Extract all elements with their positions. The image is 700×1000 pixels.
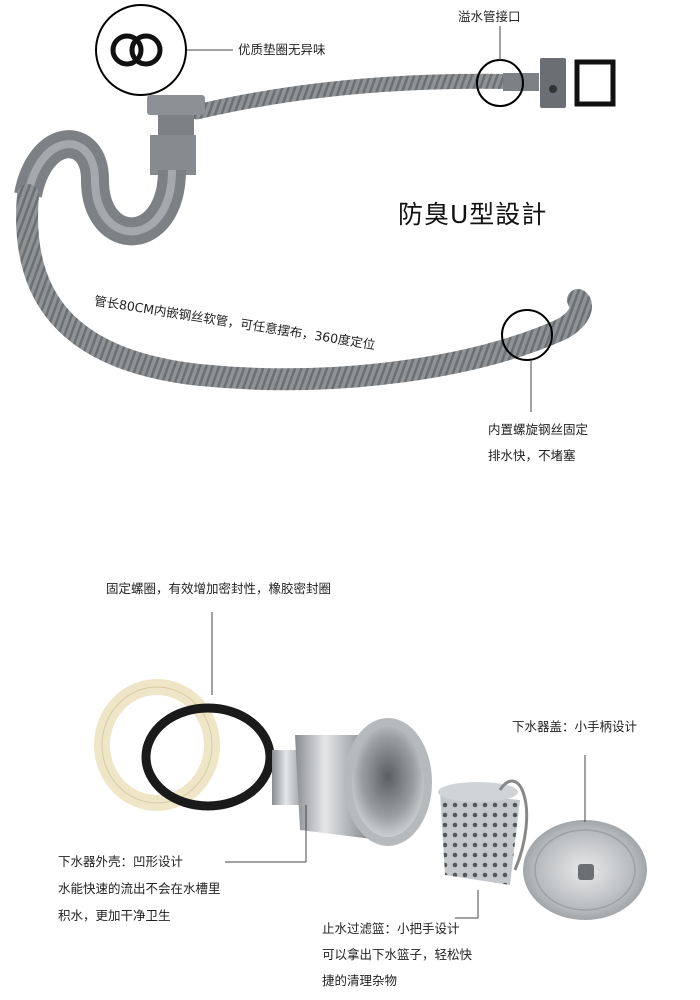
rubber-seal: [141, 703, 275, 811]
spiral-label-line2: 排水快，不堵塞: [488, 448, 576, 463]
shell-label-line3: 积水，更加干净卫生: [58, 908, 171, 923]
cover-label: 下水器盖：小手柄设计: [512, 719, 638, 734]
overflow-hose: [189, 73, 538, 120]
ring-label: 固定螺圈，有效增加密封性，橡胶密封圈: [106, 581, 332, 596]
shell-label-line1: 下水器外壳：凹形设计: [58, 854, 184, 869]
basket-label-line3: 捷的清理杂物: [322, 973, 398, 988]
strainer-basket: [438, 779, 529, 885]
threaded-ring: [94, 679, 220, 811]
basket-label-line1: 止水过滤篮：小把手设计: [322, 921, 460, 936]
drain-body: [272, 718, 432, 846]
gasket-callout: [95, 4, 233, 96]
gasket-label: 优质垫圈无异味: [238, 42, 326, 57]
spiral-callout: [501, 309, 553, 412]
drain-cover: [523, 820, 647, 920]
overflow-port-label: 溢水管接口: [458, 9, 521, 24]
u-trap: [14, 95, 205, 246]
drain-hose: [16, 184, 592, 391]
spiral-label-line1: 内置螺旋钢丝固定: [488, 422, 589, 437]
page-title: 防臭U型設計: [398, 200, 548, 229]
shell-label-line2: 水能快速的流出不会在水槽里: [58, 881, 221, 896]
basket-label-line2: 可以拿出下水篮子，轻松快: [322, 947, 473, 962]
overflow-connector: [476, 26, 616, 108]
